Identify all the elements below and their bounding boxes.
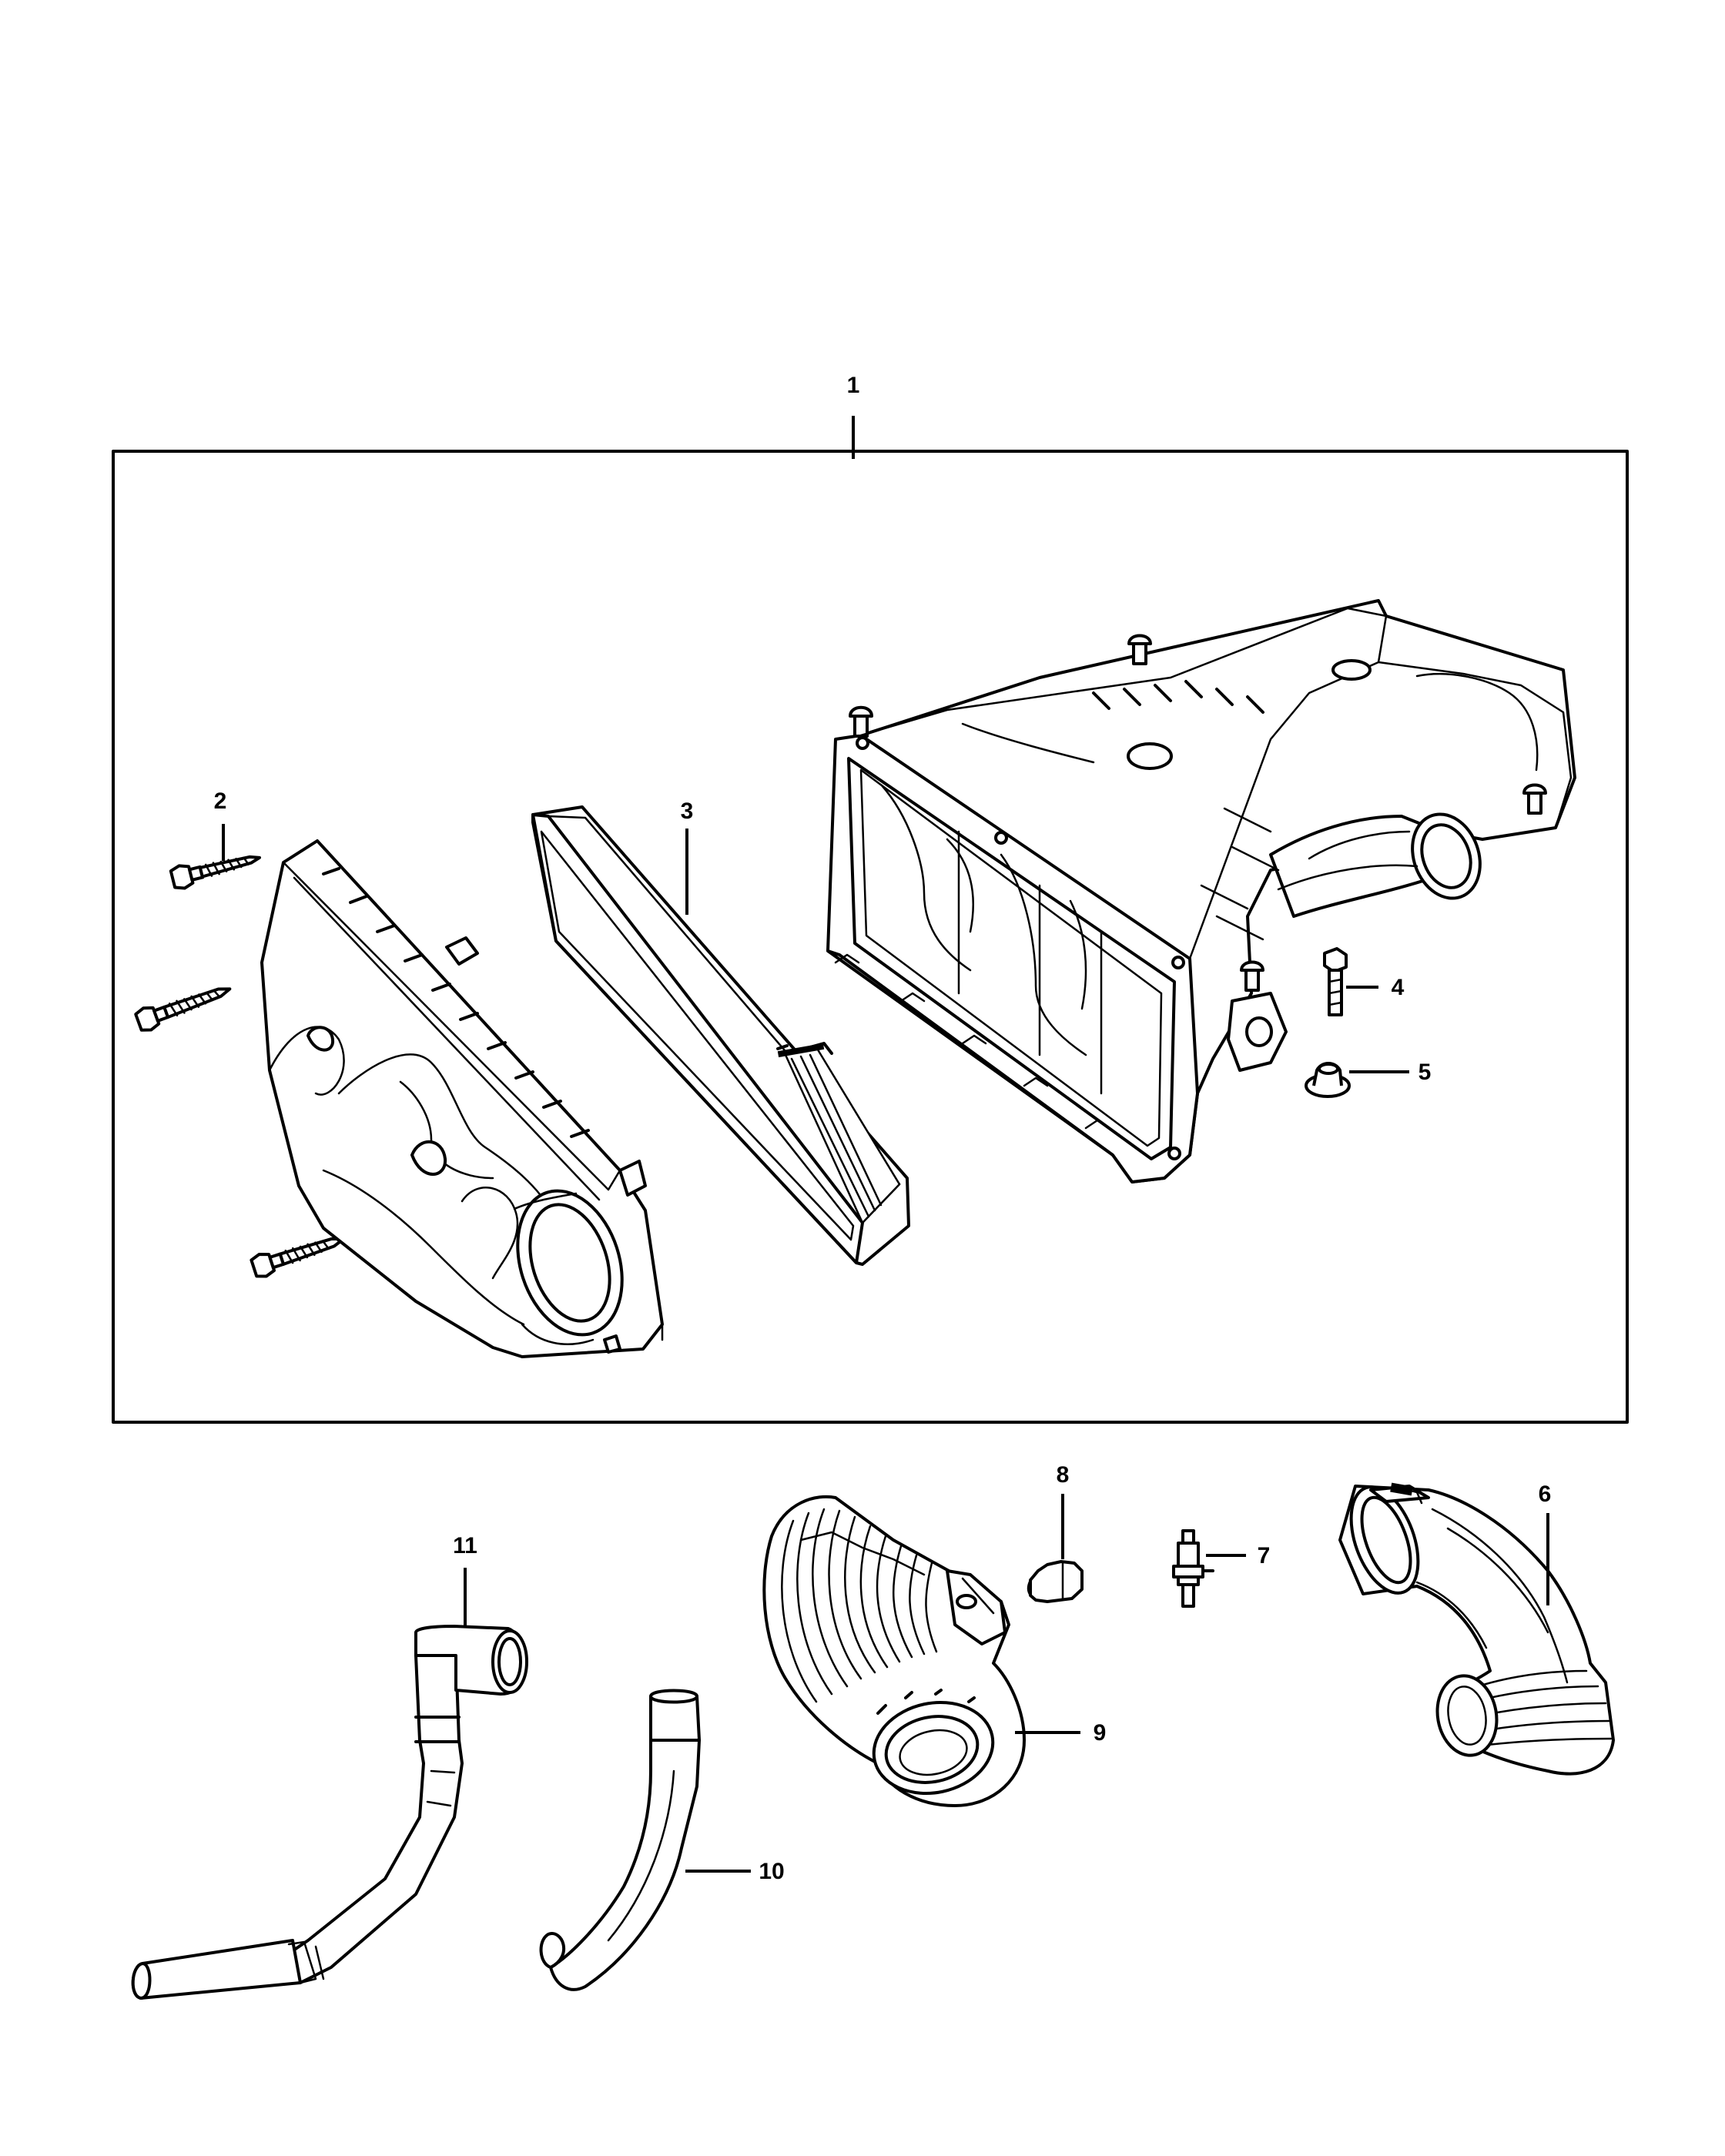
callout-5: 5 bbox=[1419, 1060, 1432, 1085]
callout-11: 11 bbox=[453, 1533, 477, 1558]
air-cleaner-cover bbox=[260, 839, 664, 1358]
air-cleaner-housing-base bbox=[826, 599, 1576, 1183]
callout-3: 3 bbox=[681, 798, 694, 824]
bolt-part-4 bbox=[1323, 947, 1378, 1016]
air-duct-part-9 bbox=[762, 1495, 1080, 1807]
grommet-part-5 bbox=[1305, 1062, 1409, 1098]
sensor-part-7 bbox=[1172, 1529, 1246, 1608]
filter-element-part-3 bbox=[531, 805, 910, 1266]
callout-4: 4 bbox=[1392, 975, 1405, 1000]
callout-7: 7 bbox=[1258, 1543, 1271, 1568]
hose-part-11 bbox=[131, 1568, 528, 2000]
callout-10: 10 bbox=[759, 1859, 784, 1884]
hose-part-10 bbox=[539, 1689, 751, 1991]
assembly-frame bbox=[112, 416, 1629, 1424]
push-pin-part-8 bbox=[1027, 1494, 1084, 1603]
callout-8: 8 bbox=[1057, 1462, 1070, 1488]
callout-6: 6 bbox=[1539, 1481, 1552, 1507]
screw-part-2 bbox=[134, 824, 345, 1278]
callout-9: 9 bbox=[1094, 1720, 1107, 1746]
callout-2: 2 bbox=[214, 788, 227, 814]
callout-1: 1 bbox=[847, 373, 860, 398]
outlet-duct-part-6 bbox=[1338, 1482, 1615, 1776]
